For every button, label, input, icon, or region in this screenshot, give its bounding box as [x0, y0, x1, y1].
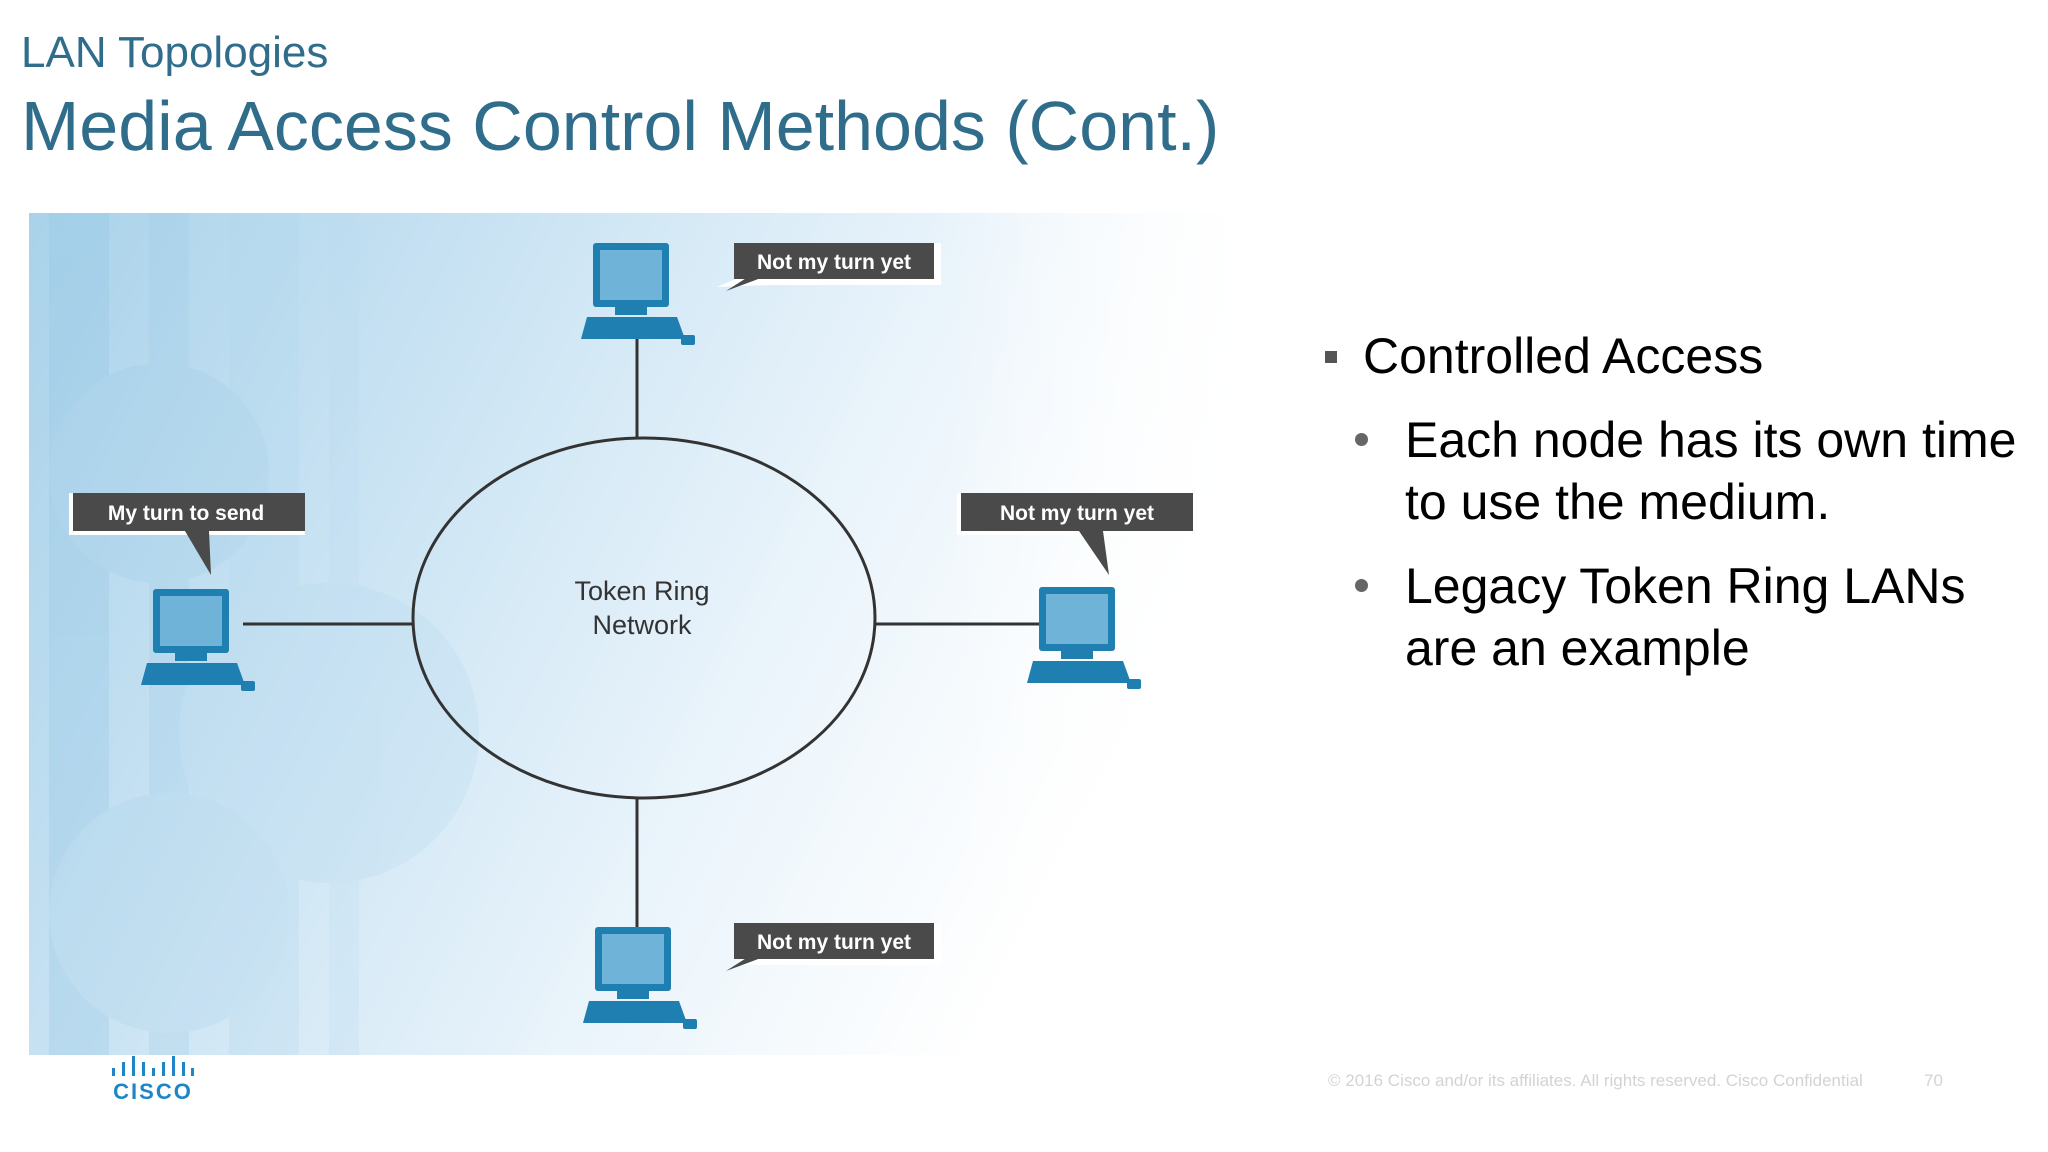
- cisco-bars-icon: [112, 1056, 194, 1076]
- bullet-level1-text: Controlled Access: [1363, 328, 1764, 384]
- callout-right: Not my turn yet: [957, 493, 1193, 575]
- square-bullet-icon: [1325, 351, 1337, 363]
- computer-left-icon: [141, 589, 255, 691]
- bullet-level1: Controlled Access: [1325, 325, 2025, 387]
- bullet-level2-text: Each node has its own time to use the me…: [1405, 412, 2017, 530]
- bullet-list: Controlled Access Each node has its own …: [1325, 325, 2025, 679]
- slide-section-title: LAN Topologies: [21, 28, 329, 77]
- callout-right-text: Not my turn yet: [1000, 502, 1154, 525]
- computer-bottom-icon: [583, 927, 697, 1029]
- callout-bottom: Not my turn yet: [726, 923, 941, 971]
- callout-top: Not my turn yet: [717, 243, 941, 291]
- cisco-logo-text: CISCO: [113, 1079, 193, 1104]
- copyright-notice: © 2016 Cisco and/or its affiliates. All …: [1328, 1071, 1863, 1090]
- ring-label-line1: Token Ring: [574, 576, 709, 606]
- callout-bottom-text: Not my turn yet: [757, 931, 911, 954]
- ring-label-line2: Network: [592, 610, 692, 640]
- callout-left: My turn to send: [69, 493, 305, 575]
- callout-top-text: Not my turn yet: [757, 251, 911, 274]
- bullet-level2-text: Legacy Token Ring LANs are an example: [1405, 558, 1966, 676]
- page-number: 70: [1924, 1071, 1943, 1090]
- computer-top-icon: [581, 243, 695, 345]
- bullet-level2-item: Legacy Token Ring LANs are an example: [1325, 555, 2025, 679]
- token-ring: [411, 436, 877, 800]
- round-bullet-icon: [1355, 433, 1368, 446]
- round-bullet-icon: [1355, 579, 1368, 592]
- token-ring-diagram: Token Ring Network: [29, 213, 1249, 1055]
- computer-right-icon: [1027, 587, 1141, 689]
- bullet-level2-item: Each node has its own time to use the me…: [1325, 409, 2025, 533]
- cisco-logo: CISCO: [110, 1056, 196, 1104]
- slide-title: Media Access Control Methods (Cont.): [21, 87, 1220, 165]
- callout-left-text: My turn to send: [108, 502, 264, 525]
